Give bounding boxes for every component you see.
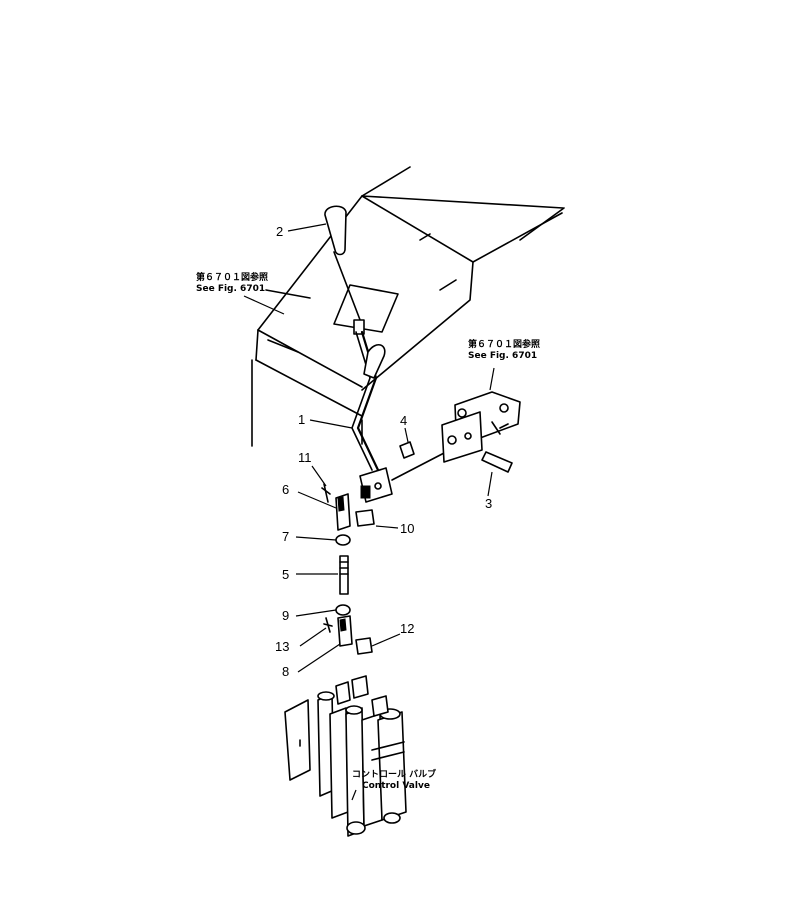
rod-5 (339, 555, 349, 595)
block-8 (337, 615, 353, 647)
lever-knob (324, 205, 365, 335)
callout-8: 8 (282, 664, 289, 679)
pin-3 (481, 451, 513, 473)
callout-11: 11 (298, 450, 312, 465)
control-lever (351, 330, 393, 503)
reference-right-jp: 第６７０１図参照 (468, 338, 540, 350)
callout-12: 12 (400, 621, 414, 636)
bolt-12 (355, 637, 373, 655)
callout-2: 2 (276, 224, 283, 239)
bolt-10 (355, 509, 375, 527)
cotter-13 (323, 617, 333, 633)
callout-6: 6 (282, 482, 289, 497)
valve-label-jp: コントロール バルブ (352, 768, 436, 780)
reference-right: 第６７０１図参照 See Fig. 6701 (468, 338, 540, 361)
reference-left: 第６７０１図参照 See Fig. 6701 (196, 271, 268, 294)
callout-7: 7 (282, 529, 289, 544)
callout-3: 3 (485, 496, 492, 511)
block-6 (335, 493, 351, 531)
callout-numbers: 1 2 3 4 5 6 7 8 9 10 11 12 13 (275, 224, 492, 679)
callout-9: 9 (282, 608, 289, 623)
callout-4: 4 (400, 413, 407, 428)
callout-10: 10 (400, 521, 414, 536)
pin-4 (399, 441, 415, 459)
cotter-11 (321, 483, 331, 503)
callout-13: 13 (275, 639, 289, 654)
valve-label-en: Control Valve (362, 781, 430, 791)
nut-7 (335, 534, 351, 546)
valve-leader (351, 789, 357, 801)
callout-1: 1 (298, 412, 305, 427)
valve-label: コントロール バルブ Control Valve (352, 768, 436, 791)
bracket-assembly (441, 391, 521, 463)
console-cover (251, 166, 565, 447)
reference-right-en: See Fig. 6701 (468, 351, 537, 361)
control-valve (284, 675, 407, 837)
reference-left-en: See Fig. 6701 (196, 284, 265, 294)
link-line (391, 451, 447, 481)
leader-lines (243, 223, 495, 673)
reference-left-jp: 第６７０１図参照 (196, 271, 268, 283)
callout-5: 5 (282, 567, 289, 582)
nut-9 (335, 604, 351, 616)
